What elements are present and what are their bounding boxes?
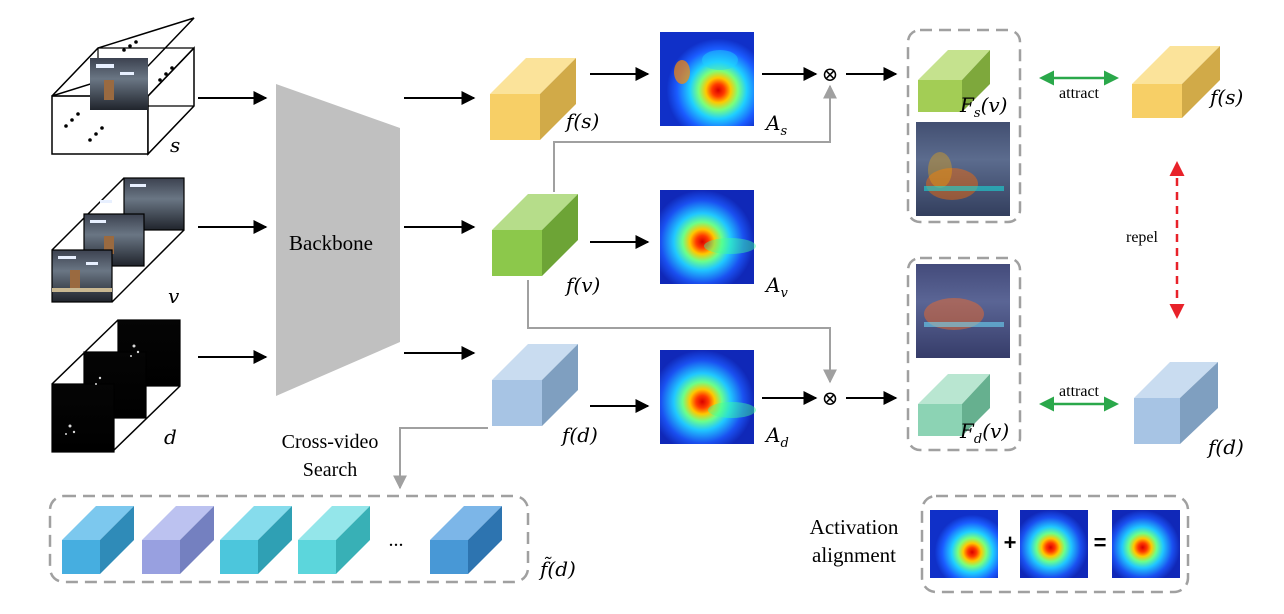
fused-Fd-container (906, 256, 1022, 452)
backbone-block (276, 84, 400, 396)
cross-video-label-line2: Search (303, 459, 357, 481)
search-bank-cuboid-1 (62, 506, 134, 574)
alignment-map-1 (930, 510, 998, 578)
fv-to-top-multiply-connector (553, 84, 837, 192)
search-bank-cuboid-3 (220, 506, 292, 574)
heatmap-As (660, 32, 754, 126)
fused-Fs-label: Fs(v) (959, 93, 1007, 121)
alignment-equals: = (1094, 530, 1107, 555)
heatmap-Ad-label: Ad (764, 423, 789, 451)
search-bank-label: f̃(d) (538, 557, 576, 581)
input-v-clip-stack (51, 177, 185, 303)
heatmap-Ad (660, 350, 756, 444)
feature-fs-label: f(s) (564, 109, 599, 133)
alignment-map-2 (1020, 510, 1088, 578)
attract-label-bottom: attract (1059, 383, 1100, 400)
target-fd-cuboid (1134, 362, 1218, 444)
heatmap-Av-label: Av (764, 273, 788, 301)
input-s-clip-stack (51, 17, 195, 156)
backbone-label: Backbone (289, 231, 373, 255)
fused-Fs-container (906, 28, 1022, 224)
alignment-label-line2: alignment (812, 543, 896, 567)
search-bank-cuboid-5 (430, 506, 502, 574)
input-s-label: s (170, 133, 180, 157)
alignment-container (920, 494, 1190, 594)
fv-to-bottom-multiply-connector (527, 280, 837, 384)
fused-Fs-overlay-image (916, 122, 1010, 216)
search-bank-ellipsis: ... (389, 529, 404, 551)
fused-Fd-label: Fd(v) (959, 419, 1009, 447)
heatmap-As-label: As (764, 111, 787, 139)
feature-fv-cuboid (492, 194, 578, 276)
attract-label-top: attract (1059, 85, 1100, 102)
alignment-map-result (1112, 510, 1180, 578)
input-v-label: v (168, 284, 180, 308)
search-bank-container (48, 494, 530, 584)
input-d-label: d (164, 425, 177, 449)
multiply-operator-bottom: ⊗ (822, 388, 839, 410)
input-d-clip-stack (51, 319, 181, 453)
alignment-label-line1: Activation (810, 515, 899, 539)
target-fs-label: f(s) (1208, 85, 1243, 109)
fused-Fd-cuboid (918, 374, 990, 436)
fused-Fs-cuboid (918, 50, 990, 112)
alignment-plus: + (1004, 530, 1017, 555)
cross-video-label-line1: Cross-video (282, 431, 379, 453)
fd-to-search-connector (393, 427, 488, 490)
search-bank-cuboid-2 (142, 506, 214, 574)
search-bank-cuboid-4 (298, 506, 370, 574)
feature-fs-cuboid (490, 58, 576, 140)
feature-fd-cuboid (492, 344, 578, 426)
heatmap-Av (660, 190, 756, 284)
fused-Fd-overlay-image (916, 264, 1010, 358)
feature-fd-label: f(d) (560, 423, 598, 447)
feature-fv-label: f(v) (564, 273, 600, 297)
multiply-operator-top: ⊗ (822, 64, 839, 86)
target-fd-label: f(d) (1206, 435, 1244, 459)
repel-label: repel (1126, 229, 1159, 246)
target-fs-cuboid (1132, 46, 1220, 118)
